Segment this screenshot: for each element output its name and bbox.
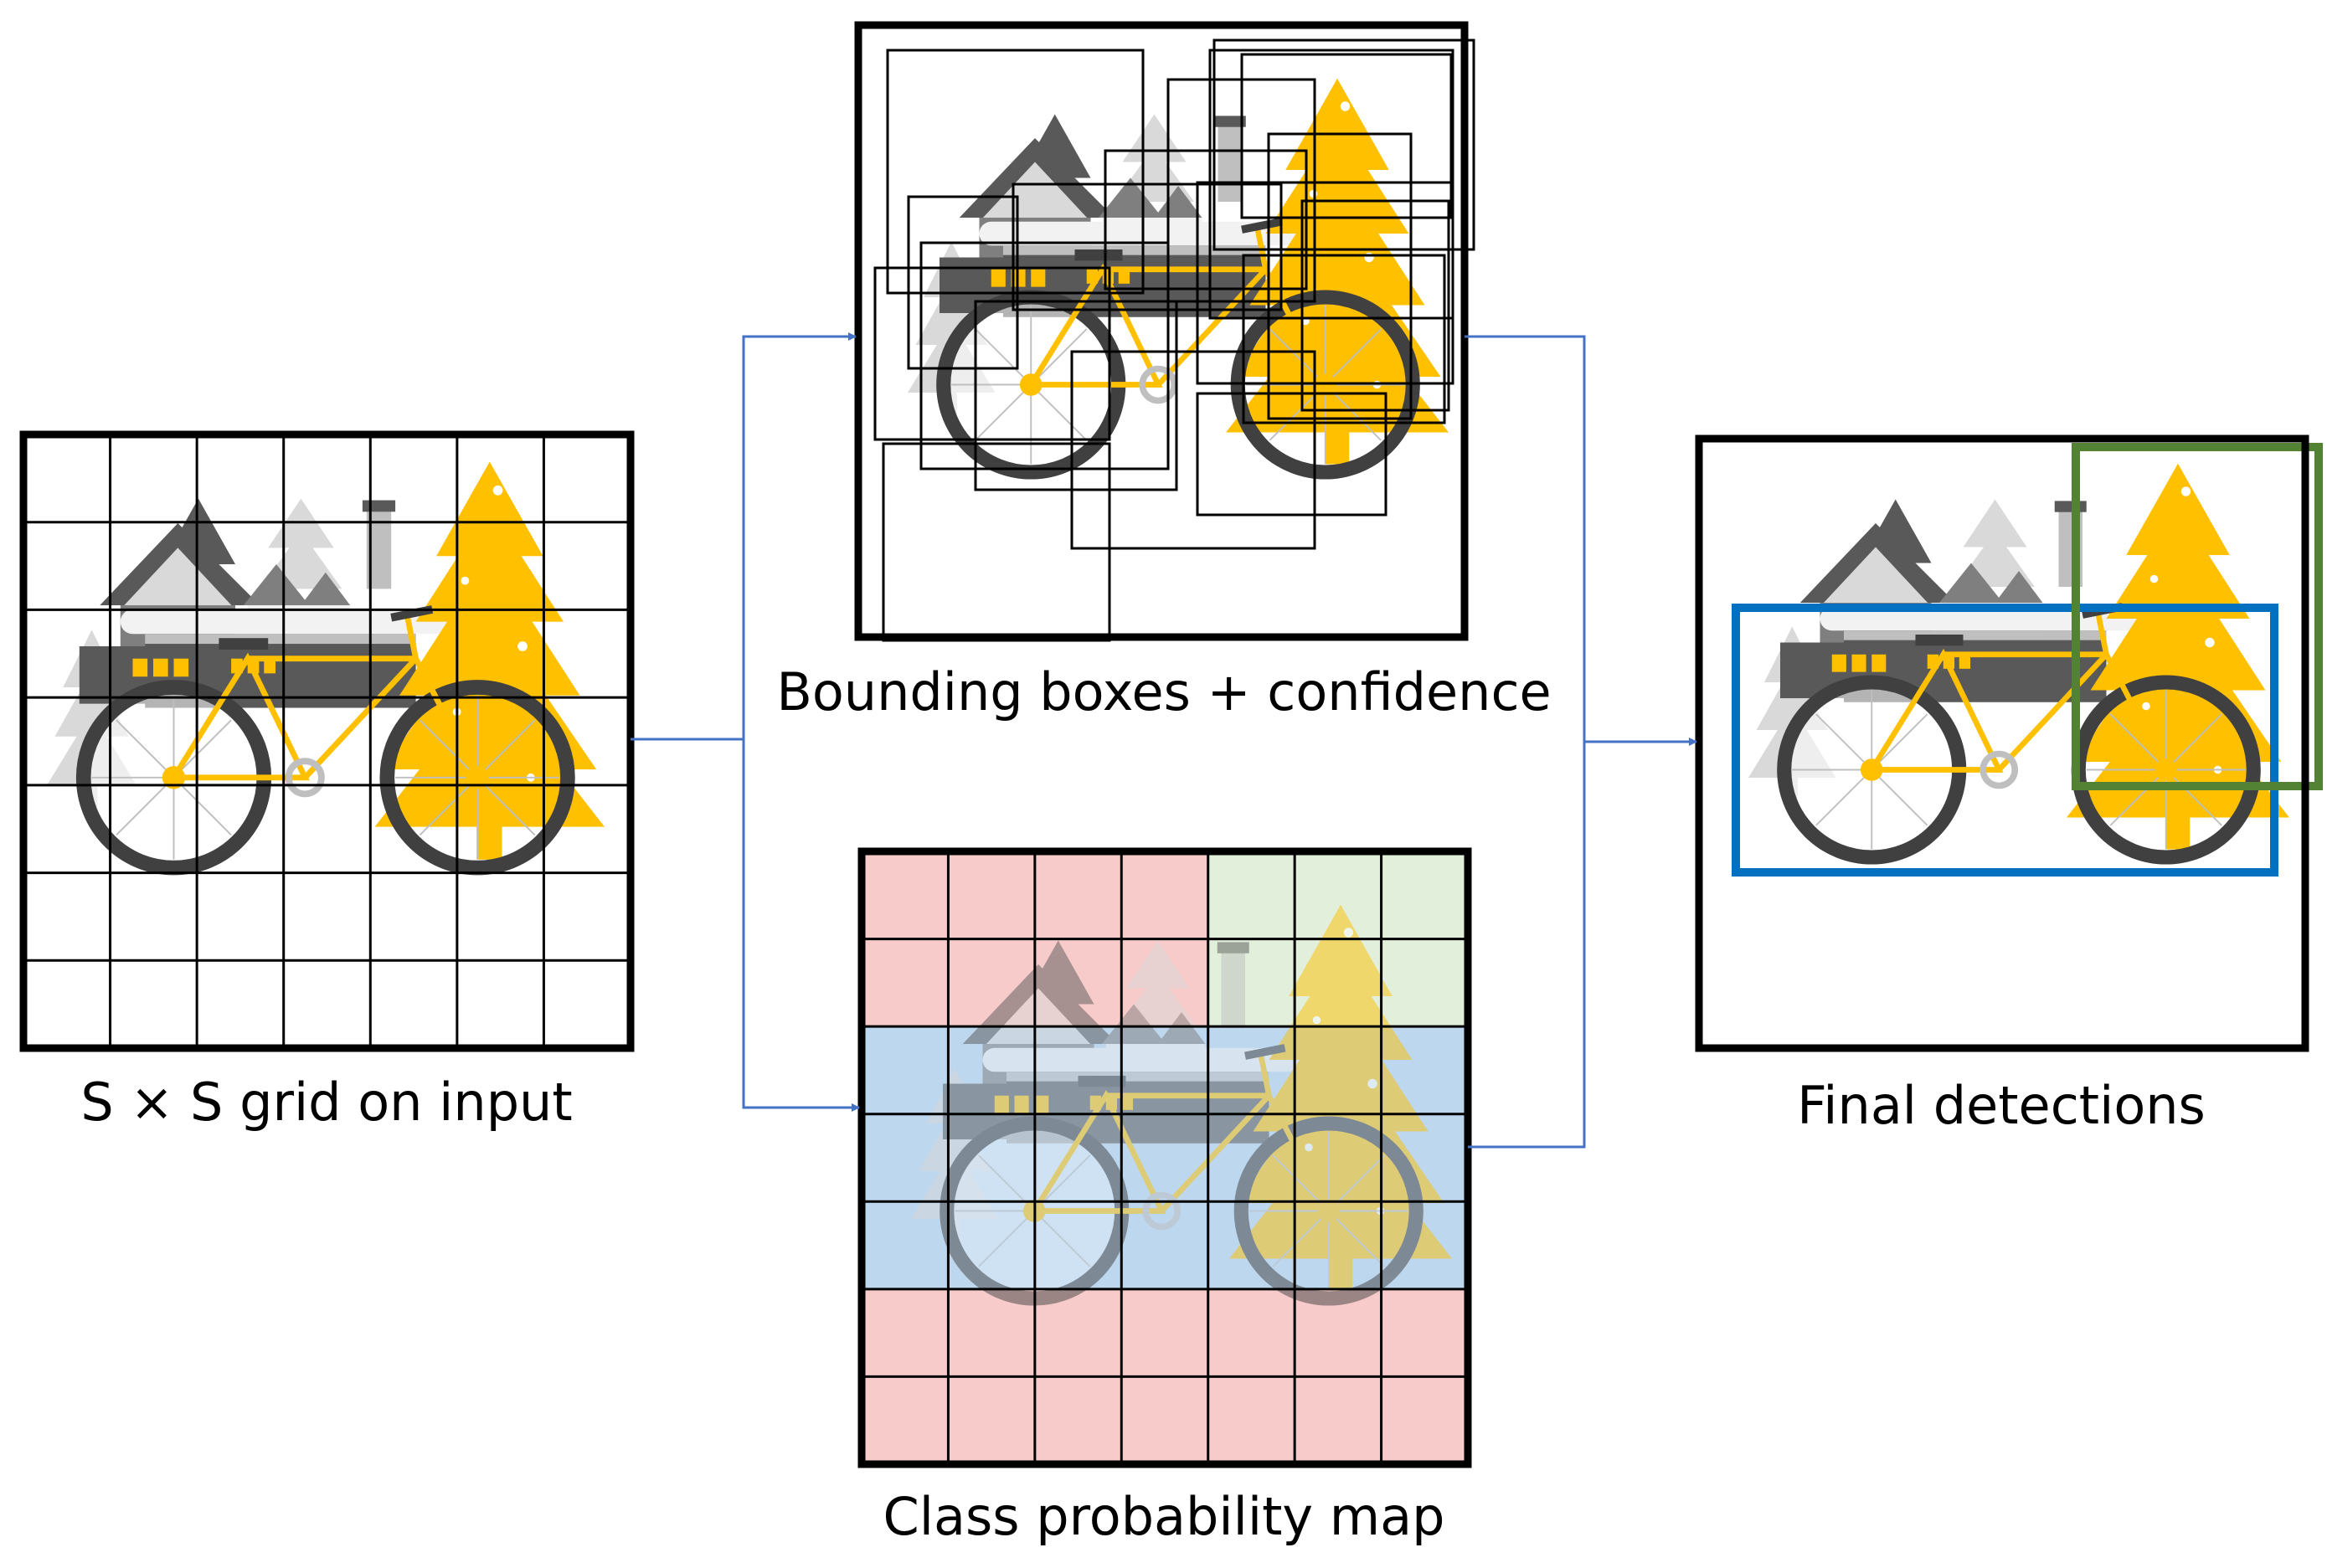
class-cell-background <box>948 1288 1036 1377</box>
class-cell-bicycle <box>1121 1026 1209 1115</box>
class-cell-background <box>1207 1288 1295 1377</box>
class-cell-bicycle <box>1207 1201 1295 1290</box>
class-cell-bicycle <box>1381 1201 1469 1290</box>
bicycle-detection-box <box>1732 604 2278 877</box>
input-grid-panel <box>19 430 635 1052</box>
boxes-scene-illustration <box>908 79 1449 472</box>
class-cell-background <box>862 1288 949 1377</box>
final-scene-illustration <box>1748 464 2289 857</box>
class-probability-panel <box>857 847 1472 1468</box>
arrow-classmap-to-final <box>1468 742 1586 1149</box>
input-panel-border <box>19 430 635 1052</box>
class-cell-background <box>948 1376 1036 1465</box>
class-cell-background <box>1295 1288 1382 1377</box>
class-cell-background <box>1121 1376 1209 1465</box>
class-cell-background <box>1295 1376 1382 1465</box>
class-cell-background <box>862 1376 949 1465</box>
input-caption: S × S grid on input <box>80 1072 573 1133</box>
class-cell-bicycle <box>1034 1113 1122 1202</box>
bounding-boxes-panel <box>854 21 1475 642</box>
class-cell-background <box>862 851 949 940</box>
class-cell-background <box>1207 1376 1295 1465</box>
class-cell-background <box>1121 851 1209 940</box>
class-cell-background <box>1381 1288 1469 1377</box>
class-cell-bicycle <box>948 1026 1036 1115</box>
class-cell-background <box>862 851 949 940</box>
class-cell-bicycle <box>948 1113 1036 1202</box>
class-cell-background <box>1034 851 1122 940</box>
class-cell-bicycle <box>1295 1201 1382 1290</box>
class-cell-tree <box>1381 851 1469 940</box>
class-cell-tree <box>1381 851 1469 940</box>
class-cell-bicycle <box>1295 1026 1382 1115</box>
class-cell-background <box>1121 1288 1209 1377</box>
class-cell-background <box>948 851 1036 940</box>
class-cell-bicycle <box>1121 1201 1209 1290</box>
final-detections-panel <box>1695 434 2323 1052</box>
class-cell-tree <box>1295 938 1382 1027</box>
class-cell-tree <box>1207 851 1295 940</box>
classmap-caption: Class probability map <box>883 1486 1445 1547</box>
class-cell-tree <box>1381 938 1469 1027</box>
class-cell-bicycle <box>862 1201 949 1290</box>
class-cell-bicycle <box>862 1113 949 1202</box>
class-cell-background <box>1381 1376 1469 1465</box>
class-cell-background <box>948 938 1036 1027</box>
class-cell-bicycle <box>948 1201 1036 1290</box>
arrow-input-to-boxes <box>631 335 854 741</box>
class-cell-background <box>862 1376 949 1465</box>
class-cell-bicycle <box>1381 1026 1469 1115</box>
final-panel-border <box>1695 434 2309 1052</box>
class-cell-background <box>1034 1376 1122 1465</box>
class-cell-bicycle <box>862 1026 949 1115</box>
class-cell-background <box>948 851 1036 940</box>
class-cell-background <box>1121 938 1209 1027</box>
class-cell-bicycle <box>1034 1026 1122 1115</box>
class-cell-bicycle <box>1295 1113 1382 1202</box>
connector-arrows <box>631 332 1697 1149</box>
class-cell-bicycle <box>1121 1113 1209 1202</box>
class-cell-background <box>1121 851 1209 940</box>
class-cell-bicycle <box>1034 1201 1122 1290</box>
class-cell-background <box>1121 1288 1209 1377</box>
class-cell-background <box>1034 1288 1122 1377</box>
boxes-panel-border <box>854 21 1469 641</box>
class-cell-background <box>1034 851 1122 940</box>
arrow-input-to-classmap <box>742 739 857 1109</box>
classmap-panel-border <box>857 847 1472 1468</box>
class-cell-tree <box>1295 851 1382 940</box>
class-cell-background <box>1207 1288 1295 1377</box>
class-cell-background <box>1295 1376 1382 1465</box>
classmap-grid-lines <box>862 851 1468 1464</box>
class-cell-background <box>862 938 949 1027</box>
class-cell-tree <box>1381 938 1469 1027</box>
class-cell-background <box>1381 1376 1469 1465</box>
class-cell-background <box>1034 938 1122 1027</box>
final-caption: Final detections <box>1797 1075 2206 1136</box>
class-cell-background <box>1034 1376 1122 1465</box>
class-cell-background <box>862 1288 949 1377</box>
class-cell-background <box>1207 1376 1295 1465</box>
class-cell-background <box>1121 1376 1209 1465</box>
class-cell-bicycle <box>1121 1201 1209 1290</box>
class-cell-background <box>862 938 949 1027</box>
class-cell-bicycle <box>1381 1113 1469 1202</box>
class-probability-overlay <box>862 851 1469 1465</box>
class-cell-tree <box>1207 851 1295 940</box>
boxes-caption: Bounding boxes + confidence <box>776 661 1552 722</box>
tree-detection-box <box>2072 443 2323 790</box>
input-grid-lines <box>23 434 631 1048</box>
class-cell-tree <box>1207 938 1295 1027</box>
class-cell-background <box>948 1376 1036 1465</box>
class-cell-bicycle <box>1207 1113 1295 1202</box>
arrow-boxes-to-final <box>1465 335 1695 743</box>
class-cell-background <box>1381 1288 1469 1377</box>
class-cell-bicycle <box>862 1026 949 1115</box>
class-cell-bicycle <box>1207 1026 1295 1115</box>
